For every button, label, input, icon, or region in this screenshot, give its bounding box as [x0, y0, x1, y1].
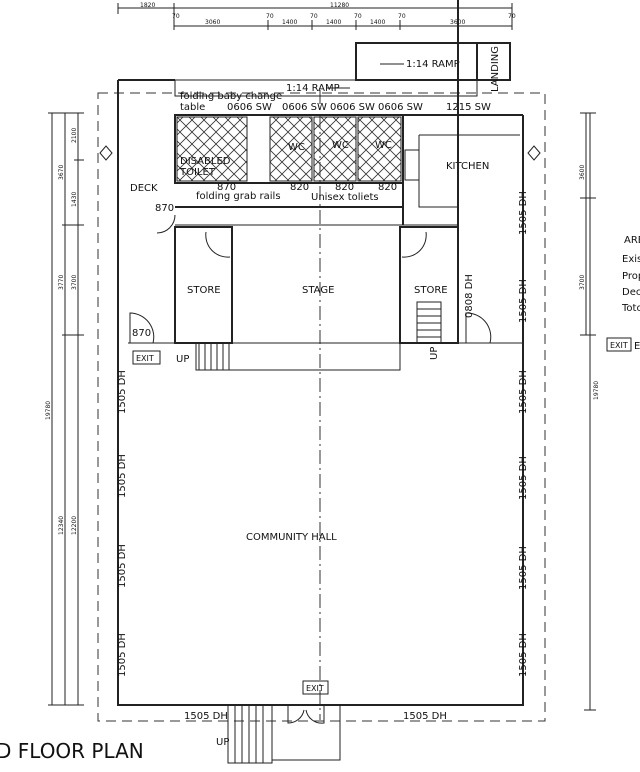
wc-label: WC [332, 140, 349, 151]
dim-length: 12340 [58, 516, 65, 535]
kitchen-label: KITCHEN [446, 161, 489, 172]
legend-row: Prop [622, 271, 640, 282]
right-dimension-lines: 3600 3700 19780 [579, 112, 600, 711]
store-right-label: STORE [414, 285, 448, 296]
roof-outline [97, 92, 546, 722]
exit-sign [302, 680, 329, 695]
store-left-label: STORE [187, 285, 221, 296]
landing-label: LANDING [490, 46, 501, 92]
dim-wall: 70 [354, 13, 362, 20]
up-label: UP [216, 737, 229, 748]
window-tag: 1505 DH [518, 370, 529, 414]
window-tag: 1505 DH [117, 544, 128, 588]
window-tag: 0606 SW [330, 102, 375, 113]
dim-overall-length: 19780 [593, 381, 600, 400]
window-tag: 1505 DH [518, 546, 529, 590]
window-tag: 1505 DH [117, 370, 128, 414]
ramp-upper-label: 1:14 RAMP [406, 59, 460, 70]
community-hall-label: COMMUNITY HALL [246, 532, 337, 543]
unisex-toilets-label: Unisex toliets [311, 192, 379, 203]
dim-length: 3700 [579, 275, 586, 290]
dim-length: 3670 [58, 165, 65, 180]
dim-length: 12200 [71, 516, 78, 535]
dim-overall-length: 19780 [45, 401, 52, 420]
door-size: 870 [217, 182, 236, 193]
dim-deck-width: 1820 [140, 2, 155, 9]
ramp-lower-label: 1:14 RAMP [286, 83, 340, 94]
baby-change-label-2: table [180, 102, 205, 113]
drawing-title: D FLOOR PLAN [0, 739, 144, 763]
dim-length: 3770 [58, 275, 65, 290]
dim-wall: 70 [398, 13, 406, 20]
baby-change-label-1: folding baby change [180, 91, 282, 102]
building-walls [117, 79, 524, 706]
window-tag: 1505 DH [518, 456, 529, 500]
dim-seg-1: 3060 [205, 19, 220, 26]
section-marker-icon [99, 145, 541, 161]
door-swing [156, 214, 176, 234]
dim-seg-4: 1400 [370, 19, 385, 26]
dim-length: 1430 [71, 192, 78, 207]
legend-exit-sign: EXIT [610, 341, 628, 350]
dim-length: 3700 [71, 275, 78, 290]
dim-length: 3600 [579, 165, 586, 180]
grab-rails-label: folding grab rails [196, 191, 281, 202]
left-dimension-lines: 19780 3670 3770 12340 2100 1430 3700 122… [45, 112, 84, 706]
dim-wall: 70 [266, 13, 274, 20]
hall-windows-left: 1505 DH 1505 DH 1505 DH 1505 DH [117, 370, 128, 677]
window-tag: 1505 DH [518, 633, 529, 677]
dim-length: 2100 [71, 128, 78, 143]
door-size: 870 [132, 328, 151, 339]
wc-label: WC [288, 142, 305, 153]
legend-row: Exisi [622, 254, 640, 265]
legend-row: Dec [622, 287, 640, 298]
exit-sign-label: EXIT [136, 354, 154, 363]
dim-wall: 70 [508, 13, 516, 20]
dim-wall: 70 [172, 13, 180, 20]
dim-wall: 70 [310, 13, 318, 20]
door-size: 820 [335, 182, 354, 193]
window-tag: 0606 SW [378, 102, 423, 113]
hall-windows-right: 1505 DH 1505 DH 1505 DH 1505 DH 1505 DH … [518, 191, 529, 677]
dim-overall-width: 11280 [330, 2, 349, 9]
legend-exit-text: E [634, 341, 640, 352]
door-size: 870 [155, 203, 174, 214]
deck-label: DECK [130, 183, 158, 194]
stage-area [129, 0, 492, 371]
entry-stairs [227, 704, 341, 764]
door-size: 820 [378, 182, 397, 193]
door-size: 820 [290, 182, 309, 193]
legend-heading: ARE [624, 235, 640, 246]
window-tag: 0606 SW [282, 102, 327, 113]
dim-seg-2: 1400 [282, 19, 297, 26]
up-label: UP [176, 354, 189, 365]
window-tag: 1505 DH [518, 191, 529, 235]
disabled-toilet-label-1: DISABLED [180, 156, 231, 167]
dim-seg-3: 1400 [326, 19, 341, 26]
area-legend: ARE Exisi Prop Dec Toto EXIT E [606, 235, 640, 352]
window-tag: 1215 SW [446, 102, 491, 113]
wc-label: WC [375, 140, 392, 151]
window-tag: 0808 DH [464, 274, 475, 318]
ramp: 1:14 RAMP 1:14 RAMP LANDING [174, 42, 511, 97]
up-label: UP [429, 347, 440, 360]
top-dimension-lines: 1820 11280 3060 1400 1400 1400 3600 70 7… [117, 2, 516, 30]
window-tag: 0606 SW [227, 102, 272, 113]
disabled-toilet-label-2: TOILET [179, 167, 216, 178]
window-tag: 1505 DH [184, 711, 228, 722]
exit-sign-label: EXIT [306, 684, 324, 693]
stage-label: STAGE [302, 285, 334, 296]
window-tag: 1505 DH [117, 633, 128, 677]
window-tag: 1505 DH [403, 711, 447, 722]
window-tag: 1505 DH [518, 279, 529, 323]
window-tag: 1505 DH [117, 454, 128, 498]
exit-sign [132, 350, 161, 365]
legend-row: Toto [621, 303, 640, 314]
